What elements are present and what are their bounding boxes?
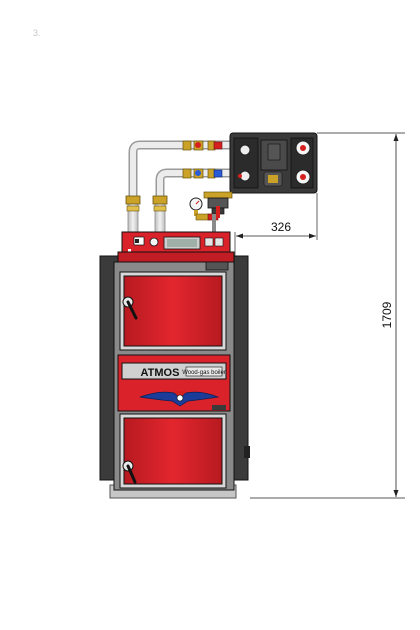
safety-group <box>189 191 233 232</box>
figure-number: 3. <box>33 28 41 38</box>
lower-door-handle <box>126 464 137 484</box>
winged-logo-icon <box>139 391 220 407</box>
upper-door-handle <box>126 300 138 320</box>
dimension-326: 326 <box>271 220 291 234</box>
valve-upper-pipe <box>182 140 223 151</box>
dial-icon <box>149 237 159 247</box>
valve-lower-pipe <box>182 168 223 179</box>
model-name: Wood-gas boiler <box>182 370 226 376</box>
flue-connector <box>205 261 229 271</box>
brand-name: ATMOS <box>141 367 180 379</box>
brass-coupling-left <box>125 195 141 212</box>
pipe-system <box>127 140 232 233</box>
dimension-1709: 1709 <box>380 301 394 328</box>
pump-module <box>229 132 318 194</box>
upper-door <box>123 275 223 347</box>
boiler-unit: ATMOS Wood-gas boiler <box>99 231 250 499</box>
brass-coupling-right <box>152 195 168 212</box>
dimension-lines: 326 1709 <box>234 132 405 499</box>
lower-door <box>123 417 223 485</box>
